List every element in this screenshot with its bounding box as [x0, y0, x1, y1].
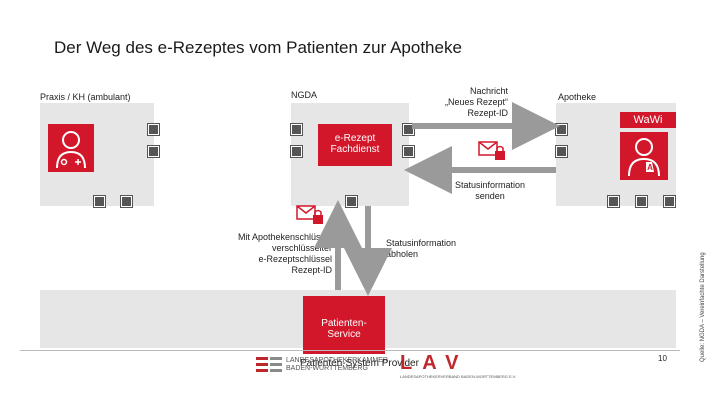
- statusinfo-senden-label: Statusinformation senden: [442, 180, 538, 202]
- patienten-service-line-2: Service: [327, 329, 361, 340]
- patienten-service-line-1: Patienten-: [321, 318, 367, 329]
- fachdienst-line-2: Fachdienst: [330, 144, 380, 155]
- statusinfo-abholen-label: Statusinformation abholen: [386, 238, 456, 260]
- pharmacist-icon: A: [628, 138, 660, 177]
- verschluesselt-label: Mit Apothekenschlüssel verschlüsselter e…: [215, 232, 332, 276]
- nachricht-line-1: Nachricht: [469, 86, 508, 96]
- port: [147, 145, 160, 158]
- lak-line-1: LANDESAPOTHEKERKAMMER: [286, 357, 388, 364]
- lak-line-2: BADEN-WÜRTTEMBERG: [286, 365, 368, 372]
- verschluesselt-line-1: Mit Apothekenschlüssel: [237, 232, 332, 242]
- pharmacist-icon-tile: A: [620, 132, 668, 180]
- fachdienst-block: e-Rezept Fachdienst: [318, 124, 392, 166]
- port: [93, 195, 106, 208]
- lak-logo-text: LANDESAPOTHEKERKAMMER BADEN-WÜRTTEMBERG: [286, 357, 388, 373]
- ngda-label: NGDA: [291, 90, 318, 100]
- apotheke-label: Apotheke: [558, 92, 597, 102]
- psp-label: Patienten-System Provider: [300, 358, 419, 369]
- statusinfo-abholen-line-2: abholen: [386, 249, 419, 259]
- port: [290, 145, 303, 158]
- port: [635, 195, 648, 208]
- nachricht-label: Nachricht „Neues Rezept“ Rezept-ID: [410, 86, 508, 119]
- lav-logo: LAV: [400, 352, 469, 374]
- fachdienst-line-1: e-Rezept: [334, 133, 376, 144]
- port: [663, 195, 676, 208]
- port: [402, 123, 415, 136]
- port: [555, 145, 568, 158]
- port: [147, 123, 160, 136]
- footer-divider: [20, 350, 680, 351]
- page-title: Der Weg des e-Rezeptes vom Patienten zur…: [54, 38, 462, 57]
- doctor-icon-tile: [48, 124, 94, 172]
- source-note: Quelle: NGDA – Vereinfachte Darstellung: [700, 252, 706, 362]
- doctor-icon: [56, 131, 86, 169]
- envelope-lock-icon: [478, 140, 506, 162]
- nachricht-line-3: Rezept-ID: [467, 108, 508, 118]
- praxis-label: Praxis / KH (ambulant): [40, 92, 131, 102]
- verschluesselt-line-2: verschlüsselter: [271, 243, 332, 253]
- svg-text:A: A: [647, 163, 653, 172]
- verschluesselt-line-4: Rezept-ID: [291, 265, 332, 275]
- patienten-service-block: Patienten- Service: [303, 296, 385, 354]
- key-icon: [306, 308, 328, 320]
- statusinfo-abholen-line-1: Statusinformation: [386, 238, 457, 248]
- port: [120, 195, 133, 208]
- lav-logo-sub: LANDESAPOTHEKERVERBAND BADEN-WÜRTTEMBERG…: [400, 374, 517, 379]
- port: [607, 195, 620, 208]
- page-number: 10: [658, 354, 667, 363]
- wawi-badge: WaWi: [620, 112, 676, 128]
- statusinfo-senden-line-1: Statusinformation: [454, 180, 526, 190]
- nachricht-line-2: „Neues Rezept“: [444, 97, 508, 107]
- port: [290, 123, 303, 136]
- verschluesselt-line-3: e-Rezeptschlüssel: [258, 254, 332, 264]
- statusinfo-senden-line-2: senden: [475, 191, 505, 201]
- lak-logo: [256, 356, 282, 374]
